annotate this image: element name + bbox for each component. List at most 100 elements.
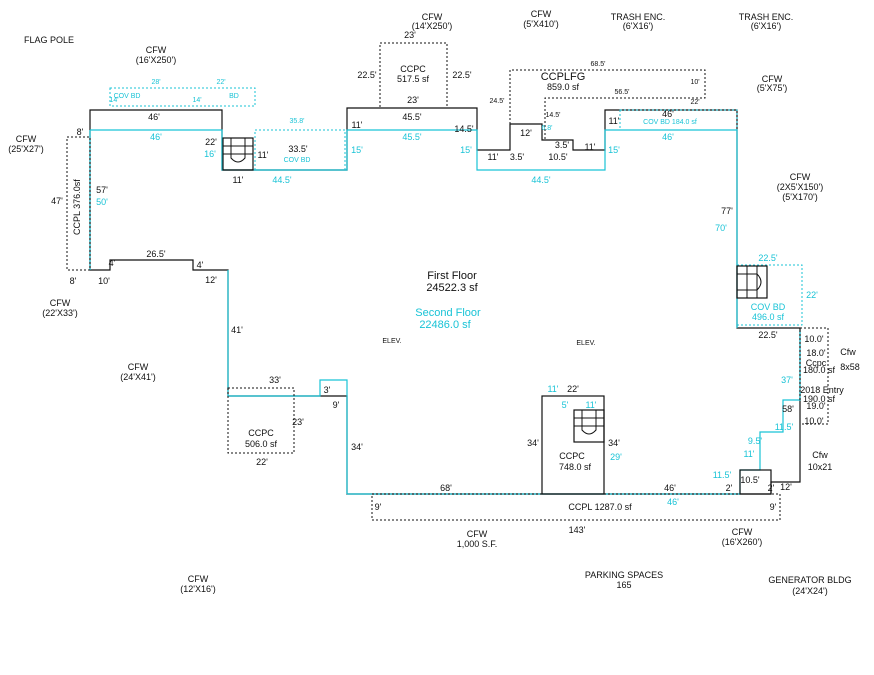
- dim-label: 46': [662, 109, 674, 119]
- dim-label: 34': [608, 438, 620, 448]
- cfw-right1-dim: (5'X75'): [757, 83, 787, 93]
- dim-label: 4': [197, 260, 204, 270]
- dim-label: 34': [527, 438, 539, 448]
- bottom-right-step: [739, 469, 772, 495]
- second-floor-dim: 22.5': [758, 253, 778, 263]
- trash-enclosure-1: TRASH ENC.: [611, 12, 666, 22]
- dim-label: 11': [351, 120, 362, 130]
- cfw-top1-dim: (14'X250'): [412, 21, 452, 31]
- second-floor-dim: 46': [667, 497, 679, 507]
- second-floor-dim: 70': [715, 223, 727, 233]
- ccpc-left-label: CCPC: [248, 428, 274, 438]
- dim-label: 3.5': [555, 140, 570, 150]
- dim-label: 33.5': [288, 144, 308, 154]
- second-floor-dim: 44.5': [531, 175, 551, 185]
- second-floor-label: Second Floor: [415, 307, 481, 319]
- dim-label: 11': [257, 150, 268, 160]
- dim-label: 8': [77, 127, 84, 137]
- bd-tl-label: BD: [229, 93, 239, 100]
- dim-label: 12': [520, 128, 532, 138]
- dim-label: 34': [351, 442, 363, 452]
- dim-label: 11': [487, 152, 498, 162]
- cfw-bottom-dim: 1,000 S.F.: [457, 539, 498, 549]
- cfw-bottom-right-label: CFW: [732, 527, 753, 537]
- second-floor-dim: 15': [460, 145, 472, 155]
- cfw-8x58-dim: 8x58: [840, 362, 860, 372]
- dim-label: 10.5': [740, 475, 760, 485]
- ccplfg-area-sf: 859.0 sf: [547, 82, 580, 92]
- dim-label: 77': [721, 206, 733, 216]
- trash-enclosure-1-dim: (6'X16'): [623, 21, 653, 31]
- ccpl-bottom-label: CCPL 1287.0 sf: [568, 502, 632, 512]
- second-floor-dim: 5': [562, 400, 569, 410]
- dim-label: 10.5': [548, 152, 568, 162]
- dim-label: 47': [51, 196, 63, 206]
- cfw-left-label: CFW: [16, 134, 37, 144]
- tiny-dim: 22': [216, 79, 225, 86]
- ccpc-left-area-sf: 506.0 sf: [245, 439, 278, 449]
- dim-label: 57': [96, 185, 108, 195]
- dim-label: 22': [205, 137, 217, 147]
- ccpc-top-area-sf: 517.5 sf: [397, 74, 430, 84]
- entry-area-sf: 190.0 sf: [803, 394, 836, 404]
- second-floor-dim: 15': [351, 145, 363, 155]
- first-floor-outline: [89, 107, 801, 495]
- second-floor-dim: 29': [610, 452, 622, 462]
- cov-bd-tl-area: [109, 87, 256, 107]
- trash-enclosure-2-dim: (6'X16'): [751, 21, 781, 31]
- dim-label: 26.5': [146, 249, 166, 259]
- dim-label: 11': [232, 175, 243, 185]
- ccpl-left-area: [66, 136, 91, 271]
- dim-label: 10': [690, 79, 699, 86]
- cfw-top2-dim: (5'X410'): [523, 19, 558, 29]
- ccpc-bottom-area-sf: 748.0 sf: [559, 462, 592, 472]
- dim-label: 45.5': [402, 112, 422, 122]
- second-floor-outline-leftlower: [227, 270, 348, 494]
- trash-enclosure-2: TRASH ENC.: [739, 12, 794, 22]
- first-floor-label: First Floor: [427, 270, 477, 282]
- tiny-dim: 35.8': [290, 118, 305, 125]
- cov-bd-tl-label: COV BD: [114, 93, 141, 100]
- dim-label: 22': [256, 457, 268, 467]
- dim-label: 9': [770, 502, 777, 512]
- cfw-bottom-right-dim: (16'X260'): [722, 537, 762, 547]
- second-floor-dim: 22': [806, 290, 818, 300]
- cov-bd-right-label: COV BD 184.0 sf: [643, 119, 697, 126]
- second-floor-dim: 11': [743, 449, 754, 459]
- second-floor-dim: 15': [608, 145, 620, 155]
- elevator-1-label: ELEV.: [382, 338, 401, 345]
- cov-bd-label: COV BD: [751, 302, 786, 312]
- elevator-2-label: ELEV.: [576, 340, 595, 347]
- dim-label: 22.5': [357, 70, 377, 80]
- dim-label: 68': [440, 483, 452, 493]
- dim-label: 10': [98, 276, 110, 286]
- dim-label: 14.5': [454, 124, 474, 134]
- dim-label: 10.0': [804, 334, 824, 344]
- second-floor-dim: 50': [96, 197, 108, 207]
- ccpc-top-area: [379, 42, 448, 109]
- dim-label: 14.5': [546, 112, 561, 119]
- dim-label: 23': [407, 95, 419, 105]
- dim-label: 3': [324, 385, 331, 395]
- dim-label: 12': [780, 482, 792, 492]
- dim-label: 11': [584, 142, 595, 152]
- second-floor-dim: 45.5': [402, 132, 422, 142]
- parking-spaces-count: 165: [616, 580, 631, 590]
- dim-label: 9': [333, 400, 340, 410]
- dim-label: 12': [205, 275, 217, 285]
- dim-label: 46': [664, 483, 676, 493]
- cfw-top1-label: CFW: [422, 12, 443, 22]
- cfw-small-bl-label: CFW: [188, 574, 209, 584]
- dim-label: 10.0': [804, 416, 824, 426]
- ccplfg-label: CCPLFG: [541, 71, 586, 83]
- cfw-bottom-label: CFW: [467, 529, 488, 539]
- dim-label: 9': [375, 502, 382, 512]
- ccplfg-area: [509, 69, 706, 140]
- ccpc-left-area: [227, 387, 295, 454]
- dim-label: 33': [269, 375, 281, 385]
- tiny-dim: 14': [109, 97, 118, 104]
- dim-label: 24.5': [490, 98, 505, 105]
- cfw-top2-label: CFW: [531, 9, 552, 19]
- stair-icon: [736, 265, 768, 299]
- ccpl-left-label: CCPL 376.0sf: [72, 179, 82, 235]
